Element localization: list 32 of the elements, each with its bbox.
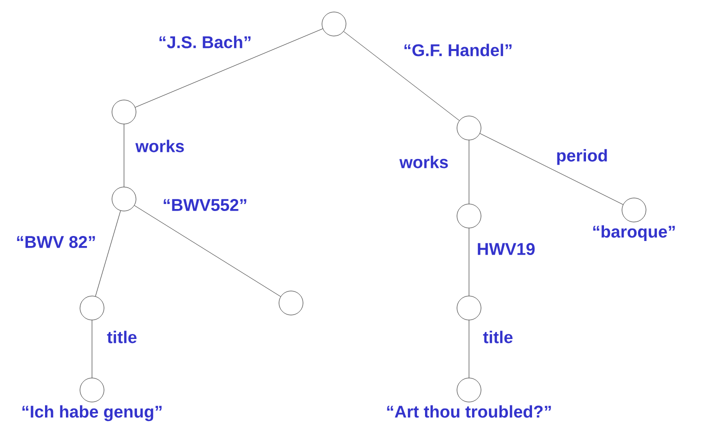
- tree-edge: [468, 228, 470, 296]
- tree-edge: [134, 205, 281, 297]
- value-label: “Ich habe genug”: [22, 405, 162, 422]
- edge-label: works: [134, 138, 186, 154]
- tree-edge: [468, 320, 470, 378]
- edge-label: “G.F. Handel”: [402, 42, 514, 58]
- tree-node: [112, 100, 136, 124]
- tree-node: [456, 378, 482, 402]
- edge-label: works: [398, 154, 450, 170]
- edge-label: title: [482, 330, 514, 344]
- tree-edge: [480, 133, 624, 205]
- edge-label: “BWV 82”: [14, 234, 98, 250]
- edge-label: “J.S. Bach”: [157, 34, 253, 50]
- tree-node: [80, 296, 104, 320]
- value-label: “Art thou troubled?”: [387, 405, 551, 418]
- tree-edge: [135, 28, 323, 108]
- tree-edge: [468, 140, 470, 204]
- edge-label: HWV19: [476, 242, 536, 256]
- tree-node: [322, 12, 346, 36]
- tree-node: [456, 296, 482, 320]
- tree-node: [80, 378, 104, 402]
- tree-edge: [343, 31, 460, 121]
- edge-label: period: [555, 148, 609, 166]
- tree-edge: [95, 210, 121, 296]
- tree-node: [456, 204, 482, 228]
- edge-label: title: [106, 330, 138, 344]
- tree-node: [112, 186, 136, 212]
- tree-node: [456, 116, 482, 140]
- tree-node: [622, 198, 646, 222]
- value-label: “baroque”: [593, 225, 675, 242]
- tree-node: [278, 290, 304, 316]
- edge-label: “BWV552”: [162, 198, 249, 212]
